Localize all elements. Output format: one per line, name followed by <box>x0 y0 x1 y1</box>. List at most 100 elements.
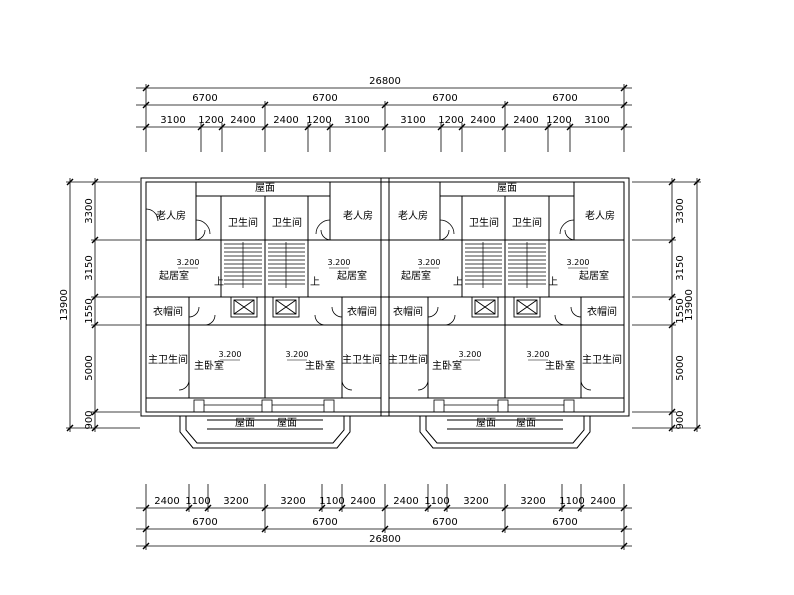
right-row-dimension: 3150 <box>675 255 686 280</box>
elevation-label: 3.200 <box>177 258 200 267</box>
roof-label: 屋面 <box>235 417 255 429</box>
bottom-detail-dimension: 1100 <box>319 496 344 507</box>
top-bay-dimension: 6700 <box>552 93 577 104</box>
bottom-balconies <box>179 415 591 449</box>
top-detail-dimension: 1200 <box>438 115 463 126</box>
roof-label: 屋面 <box>476 417 496 429</box>
stair-unit1 <box>224 242 305 288</box>
roof-label: 屋面 <box>277 417 297 429</box>
left-row-dimension: 3150 <box>84 255 95 280</box>
door-swings <box>145 208 592 391</box>
laundry-label: 衣帽间 <box>393 305 423 318</box>
right-row-dimension: 3300 <box>675 198 686 223</box>
elevation-label: 3.200 <box>219 350 242 359</box>
bottom-detail-dimension: 2400 <box>590 496 615 507</box>
right-row-dimension: 1550 <box>675 298 686 323</box>
bathroom-label: 卫生间 <box>469 216 499 229</box>
bottom-dimension-labels: 2400 1100 3200 3200 1100 2400 2400 1100 … <box>154 496 615 545</box>
roof-label: 屋面 <box>497 182 517 194</box>
top-detail-dimension: 2400 <box>230 115 255 126</box>
bottom-detail-dimension: 3200 <box>223 496 248 507</box>
stair-up-labels: 上 上 上 上 <box>214 276 558 288</box>
bottom-detail-dimension: 2400 <box>154 496 179 507</box>
top-detail-dimension: 2400 <box>273 115 298 126</box>
master-bedroom-label: 主卧室 <box>545 359 575 372</box>
stair-up-label: 上 <box>214 276 224 288</box>
elevation-underlines <box>178 267 588 361</box>
right-row-dimension: 900 <box>675 410 686 429</box>
living-room-label: 起居室 <box>159 269 189 282</box>
living-room-label: 起居室 <box>337 269 367 282</box>
bottom-bay-dimension: 6700 <box>552 517 577 528</box>
bottom-dimension-chain <box>136 484 632 550</box>
bottom-bay-dimension: 6700 <box>432 517 457 528</box>
top-detail-dimension: 3100 <box>344 115 369 126</box>
elderly-room-label: 老人房 <box>343 209 373 222</box>
top-detail-dimension: 1200 <box>306 115 331 126</box>
bathroom-label: 卫生间 <box>512 216 542 229</box>
bottom-total-dimension: 26800 <box>369 534 401 545</box>
top-bay-dimension: 6700 <box>192 93 217 104</box>
living-room-label: 起居室 <box>579 269 609 282</box>
bottom-detail-dimension: 3200 <box>463 496 488 507</box>
elevation-label: 3.200 <box>418 258 441 267</box>
master-bedroom-label: 主卧室 <box>432 359 462 372</box>
top-dimension-labels: 26800 6700 6700 6700 6700 3100 1200 2400… <box>160 76 609 126</box>
laundry-label: 衣帽间 <box>587 305 617 318</box>
right-dimension-chain <box>632 178 701 432</box>
bottom-detail-dimension: 1100 <box>424 496 449 507</box>
stair-up-label: 上 <box>310 276 320 288</box>
left-dimension-labels: 3300 3150 1550 5000 900 13900 <box>59 198 95 429</box>
elderly-room-label: 老人房 <box>398 209 428 222</box>
room-labels: 屋面 屋面 老人房 老人房 老人房 老人房 卫生间 卫生间 卫生间 卫生间 起居… <box>148 182 622 429</box>
stair-unit2 <box>465 242 546 288</box>
left-dimension-chain <box>66 178 140 432</box>
top-detail-dimension: 1200 <box>198 115 223 126</box>
building-walls <box>140 177 630 417</box>
left-row-dimension: 900 <box>84 410 95 429</box>
top-detail-dimension: 2400 <box>470 115 495 126</box>
living-room-label: 起居室 <box>401 269 431 282</box>
master-bath-label: 主卫生间 <box>582 353 622 366</box>
left-row-dimension: 1550 <box>84 298 95 323</box>
elevation-label: 3.200 <box>286 350 309 359</box>
bottom-detail-dimension: 1100 <box>185 496 210 507</box>
elevation-label: 3.200 <box>567 258 590 267</box>
roof-label: 屋面 <box>516 417 536 429</box>
top-bay-dimension: 6700 <box>312 93 337 104</box>
elevation-marks: 3.200 3.200 3.200 3.200 3.200 3.200 3.20… <box>177 258 590 359</box>
elevation-label: 3.200 <box>328 258 351 267</box>
stair-up-label: 上 <box>548 276 558 288</box>
bottom-detail-dimension: 1100 <box>559 496 584 507</box>
top-detail-dimension: 3100 <box>400 115 425 126</box>
balcony-openings <box>193 399 575 413</box>
elderly-room-label: 老人房 <box>156 209 186 222</box>
bathroom-label: 卫生间 <box>228 216 258 229</box>
bottom-detail-dimension: 3200 <box>280 496 305 507</box>
right-total-dimension: 13900 <box>684 289 695 321</box>
left-row-dimension: 3300 <box>84 198 95 223</box>
bottom-bay-dimension: 6700 <box>312 517 337 528</box>
stair-up-label: 上 <box>453 276 463 288</box>
bathroom-label: 卫生间 <box>272 216 302 229</box>
top-detail-dimension: 3100 <box>160 115 185 126</box>
elevation-label: 3.200 <box>527 350 550 359</box>
bottom-detail-dimension: 2400 <box>350 496 375 507</box>
bottom-detail-dimension: 2400 <box>393 496 418 507</box>
elevation-label: 3.200 <box>459 350 482 359</box>
left-row-dimension: 5000 <box>84 355 95 380</box>
master-bath-label: 主卫生间 <box>342 353 382 366</box>
top-total-dimension: 26800 <box>369 76 401 87</box>
master-bedroom-label: 主卧室 <box>194 359 224 372</box>
left-total-dimension: 13900 <box>59 289 70 321</box>
top-detail-dimension: 2400 <box>513 115 538 126</box>
master-bath-label: 主卫生间 <box>388 353 428 366</box>
service-shafts <box>230 296 541 318</box>
master-bedroom-label: 主卧室 <box>305 359 335 372</box>
right-dimension-labels: 3300 3150 1550 5000 900 13900 <box>675 198 695 429</box>
top-detail-dimension: 3100 <box>584 115 609 126</box>
top-bay-dimension: 6700 <box>432 93 457 104</box>
bottom-detail-dimension: 3200 <box>520 496 545 507</box>
top-dimension-chain <box>136 84 632 152</box>
bottom-bay-dimension: 6700 <box>192 517 217 528</box>
